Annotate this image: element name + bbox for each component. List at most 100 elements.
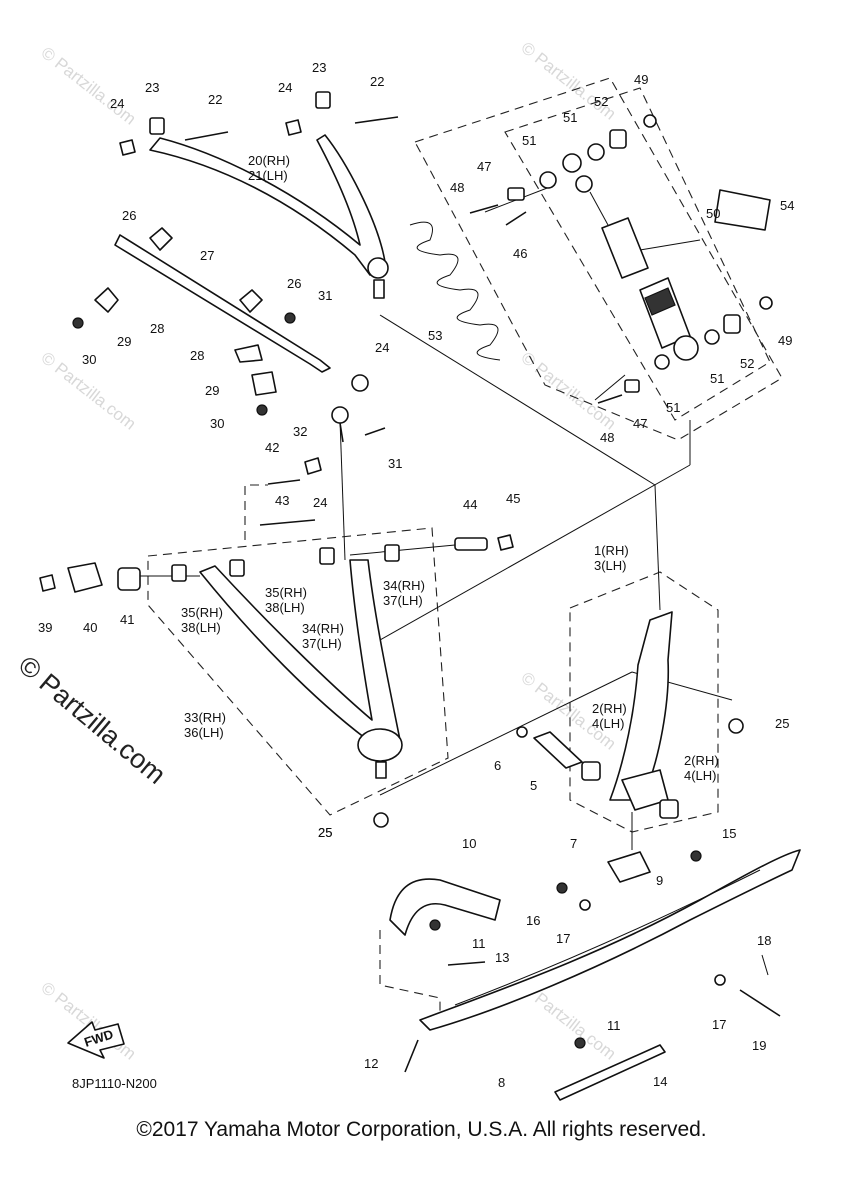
callout-c12: 12	[364, 1056, 378, 1071]
callout-c53: 53	[428, 328, 442, 343]
callout-c51b: 51	[522, 133, 536, 148]
callout-c7: 7	[570, 836, 577, 851]
callout-c54: 54	[780, 198, 794, 213]
pipe-44	[454, 537, 488, 551]
callout-c31b: 31	[388, 456, 402, 471]
callout-c28a: 28	[150, 321, 164, 336]
collar-23b	[315, 91, 331, 109]
bracket-29	[251, 371, 277, 396]
callout-c11a: 11	[472, 936, 486, 951]
watermark-text: © Partzilla.com	[38, 43, 140, 129]
callout-c23a: 23	[145, 80, 159, 95]
callout-c45: 45	[506, 491, 520, 506]
callout-c52a: 52	[594, 94, 608, 109]
callout-c34a: 34(RH)	[383, 578, 425, 593]
callout-c23b: 23	[312, 60, 326, 75]
callout-c31a: 31	[318, 288, 332, 303]
holder-28b	[234, 344, 263, 363]
bolt-43	[259, 519, 316, 526]
callout-c25c: 25	[318, 825, 332, 840]
runner-14	[554, 1044, 666, 1101]
callout-c38b: 38(LH)	[181, 620, 221, 635]
callout-c6: 6	[494, 758, 501, 773]
callout-c29b: 29	[205, 383, 219, 398]
shock-absorber	[469, 114, 773, 404]
callout-c18: 18	[757, 933, 771, 948]
callout-c2a: 2(RH)	[592, 701, 627, 716]
callout-c25a: 25	[318, 825, 332, 840]
callout-c47a: 47	[477, 159, 491, 174]
shock-group-outline	[414, 77, 783, 441]
copyright-footer: ©2017 Yamaha Motor Corporation, U.S.A. A…	[136, 1118, 707, 1141]
callout-c5: 5	[530, 778, 537, 793]
callout-c36: 36(LH)	[184, 725, 224, 740]
callout-c2b: 2(RH)	[684, 753, 719, 768]
callout-c32: 32	[293, 424, 307, 439]
coil-spring	[409, 221, 501, 361]
nut-24a	[119, 139, 136, 156]
callout-c26a: 26	[122, 208, 136, 223]
nut-39	[39, 574, 56, 592]
callout-c17a: 17	[556, 931, 570, 946]
watermark-text: © Partzilla.com	[518, 348, 620, 434]
callout-c16: 16	[526, 913, 540, 928]
callout-c3: 3(LH)	[594, 558, 627, 573]
callout-c30a: 30	[82, 352, 96, 367]
callout-c39: 39	[38, 620, 52, 635]
collar-23a	[149, 117, 165, 135]
callout-c50: 50	[706, 206, 720, 221]
callout-c29a: 29	[117, 334, 131, 349]
upper-a-arm	[119, 91, 399, 299]
callout-c1: 1(RH)	[594, 543, 629, 558]
callout-c10: 10	[462, 836, 476, 851]
callout-c34b: 34(RH)	[302, 621, 344, 636]
callout-c37a: 37(LH)	[383, 593, 423, 608]
nut-24b	[285, 119, 302, 136]
upper-link-outline	[244, 484, 268, 540]
bolt-22b	[354, 116, 399, 124]
lower-a-arm	[39, 519, 514, 779]
callout-c19: 19	[752, 1038, 766, 1053]
spindle-group-outline	[569, 571, 719, 833]
callout-c24a: 24	[110, 96, 124, 111]
callout-c21: 21(LH)	[248, 168, 288, 183]
callout-c35a: 35(RH)	[265, 585, 307, 600]
callout-c40: 40	[83, 620, 97, 635]
ski-assembly	[389, 849, 801, 1101]
link-rod	[267, 406, 386, 485]
callout-c4b: 4(LH)	[684, 768, 717, 783]
callout-c22b: 22	[370, 74, 384, 89]
callout-c43: 43	[275, 493, 289, 508]
callout-c51d: 51	[666, 400, 680, 415]
callout-c15: 15	[722, 826, 736, 841]
ski-spindle	[373, 611, 744, 828]
clip-26a	[149, 227, 173, 251]
callout-c46: 46	[513, 246, 527, 261]
callout-c8: 8	[498, 1075, 505, 1090]
callout-c11b: 11	[607, 1018, 621, 1033]
callout-c24c: 24	[375, 340, 389, 355]
bolt-22a	[184, 131, 229, 141]
callout-c37b: 37(LH)	[302, 636, 342, 651]
callout-c41: 41	[120, 612, 134, 627]
callout-c28b: 28	[190, 348, 204, 363]
group-outlines	[147, 77, 783, 1020]
lower-arm-group-outline	[147, 527, 449, 816]
callout-c13: 13	[495, 950, 509, 965]
callout-c27: 27	[200, 248, 214, 263]
callout-c51a: 51	[563, 110, 577, 125]
callout-c14: 14	[653, 1074, 667, 1089]
callout-c24b: 24	[278, 80, 292, 95]
callout-c51c: 51	[710, 371, 724, 386]
bushing-41	[117, 567, 141, 591]
callout-c42: 42	[265, 440, 279, 455]
ski-group-outline	[379, 930, 441, 1020]
holder-28a	[94, 287, 119, 313]
callout-c35b: 35(RH)	[181, 605, 223, 620]
callout-c48a: 48	[450, 180, 464, 195]
nut-45	[497, 534, 514, 551]
callout-c30b: 30	[210, 416, 224, 431]
connector-lines	[120, 184, 733, 850]
callout-c26b: 26	[287, 276, 301, 291]
